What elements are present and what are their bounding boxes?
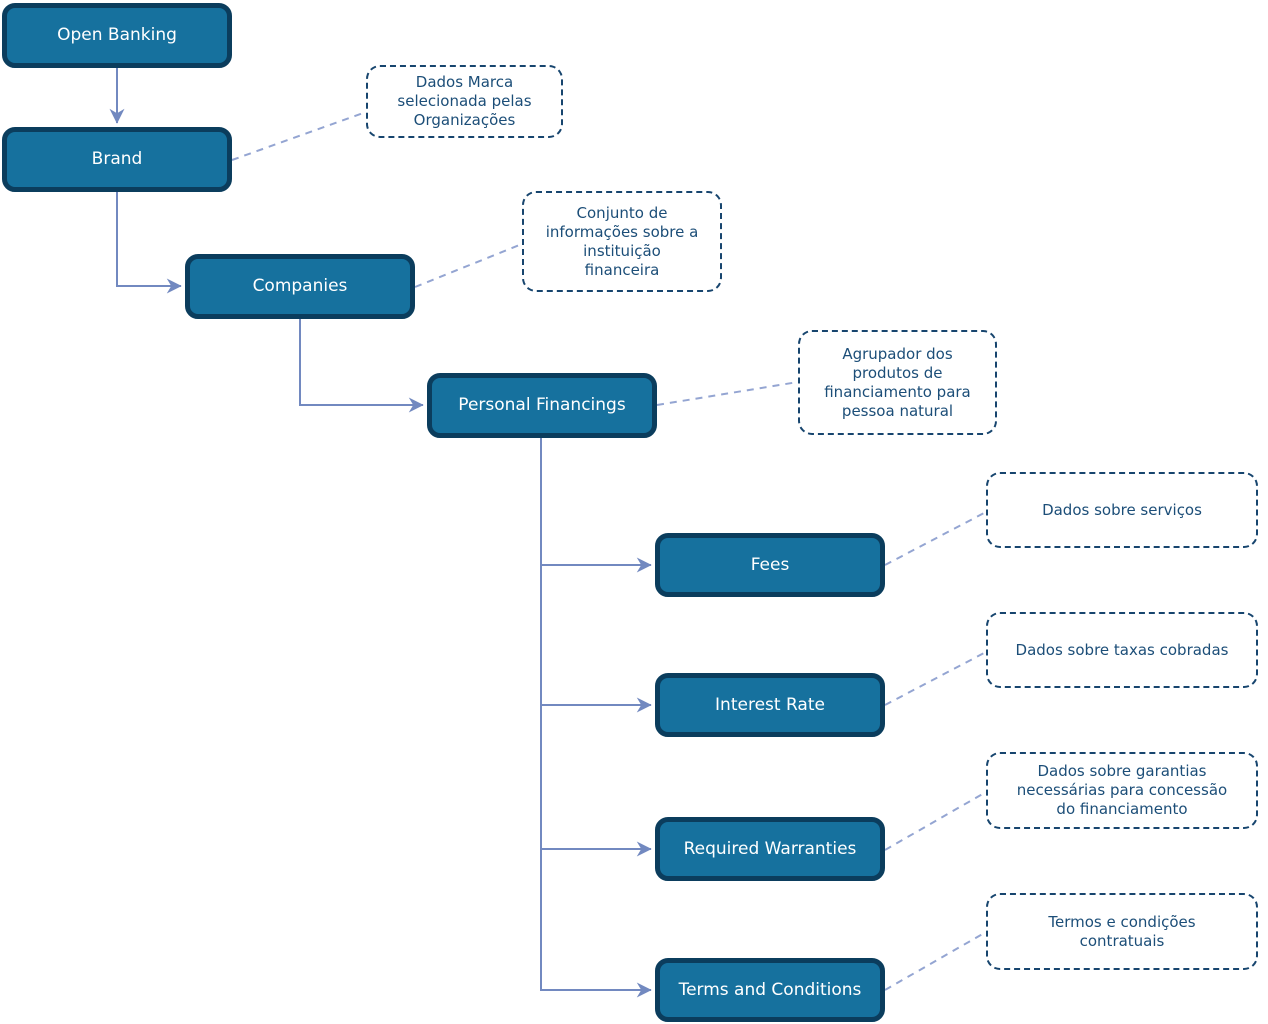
- annotation-interest-rate-text: Dados sobre taxas cobradas: [1015, 640, 1229, 659]
- note-link-personal-financings: [656, 381, 799, 406]
- node-required-warranties: Required Warranties: [655, 817, 885, 881]
- note-link-required-warranties: [884, 791, 987, 851]
- node-personal-financings: Personal Financings: [427, 373, 657, 438]
- edge-brand-companies: [116, 192, 182, 294]
- annotation-terms-and-conditions: Termos e condições contratuais: [986, 893, 1258, 970]
- note-link-fees: [884, 511, 987, 566]
- annotation-required-warranties-text: Dados sobre garantias necessárias para c…: [1016, 762, 1228, 818]
- note-link-terms-and-conditions: [884, 931, 987, 991]
- note-link-interest-rate: [884, 651, 987, 706]
- annotation-fees: Dados sobre serviços: [986, 472, 1258, 548]
- annotation-required-warranties: Dados sobre garantias necessárias para c…: [986, 752, 1258, 829]
- node-companies: Companies: [185, 254, 415, 319]
- node-interest-rate-label: Interest Rate: [715, 694, 825, 715]
- node-terms-and-conditions: Terms and Conditions: [655, 958, 885, 1022]
- annotation-fees-text: Dados sobre serviços: [1042, 500, 1202, 519]
- edge-companies-personal-financings: [299, 319, 424, 413]
- note-link-brand: [231, 111, 367, 161]
- node-open-banking: Open Banking: [2, 3, 232, 68]
- node-personal-financings-label: Personal Financings: [458, 395, 626, 416]
- node-required-warranties-label: Required Warranties: [683, 838, 857, 859]
- annotation-companies: Conjunto de informações sobre a institui…: [522, 191, 722, 292]
- node-interest-rate: Interest Rate: [655, 673, 885, 737]
- node-terms-and-conditions-label: Terms and Conditions: [678, 979, 862, 1000]
- node-brand-label: Brand: [91, 149, 143, 170]
- node-fees-label: Fees: [750, 554, 790, 575]
- node-open-banking-label: Open Banking: [57, 25, 177, 46]
- annotation-brand-text: Dados Marca selecionada pelas Organizaçõ…: [397, 73, 532, 129]
- node-fees: Fees: [655, 533, 885, 597]
- annotation-companies-text: Conjunto de informações sobre a institui…: [545, 203, 699, 279]
- annotation-personal-financings-text: Agrupador dos produtos de financiamento …: [824, 344, 971, 420]
- annotation-personal-financings: Agrupador dos produtos de financiamento …: [798, 330, 997, 435]
- edge-personal-financings-terms-and-conditions: [540, 438, 652, 998]
- annotation-terms-and-conditions-text: Termos e condições contratuais: [1048, 912, 1196, 950]
- node-brand: Brand: [2, 127, 232, 192]
- node-companies-label: Companies: [252, 276, 348, 297]
- note-link-companies: [414, 243, 523, 288]
- annotation-brand: Dados Marca selecionada pelas Organizaçõ…: [366, 65, 563, 138]
- annotation-interest-rate: Dados sobre taxas cobradas: [986, 612, 1258, 688]
